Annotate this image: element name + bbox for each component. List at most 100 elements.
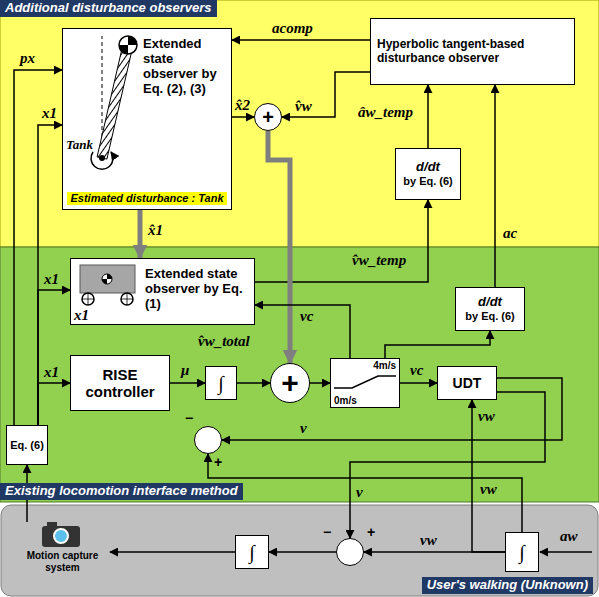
signal-wire [170, 382, 205, 384]
cart-body [80, 265, 135, 293]
signal-wire [269, 551, 336, 553]
sum-junction: + [254, 103, 282, 131]
integrator-box: ∫ [205, 366, 237, 400]
node-text: ∫ [519, 541, 524, 564]
signal-label: μ [181, 362, 189, 379]
signal-wire [427, 85, 429, 148]
signal-wire [38, 383, 70, 425]
node-text: + [367, 525, 375, 539]
plant-box: UDT [437, 366, 497, 400]
signal-wire [110, 551, 235, 553]
signal-wire [255, 305, 350, 358]
gray-band [1, 505, 598, 596]
region-band: Additional disturbance observersExtended… [0, 0, 599, 247]
signal-label: vc [410, 362, 423, 379]
node-text: Hyperbolic tangent-based disturbance obs… [371, 38, 574, 66]
region-title: User's walking (Unknown) [422, 577, 593, 594]
pendulum-rod [97, 44, 133, 159]
node-text: UDT [453, 375, 482, 391]
node-text: Eq. (6) [10, 439, 44, 452]
region-title: Existing locomotion interface method [0, 483, 243, 500]
observer-box: Hyperbolic tangent-based disturbance obs… [370, 18, 575, 85]
signal-wire [472, 400, 505, 552]
signal-label: vw [478, 408, 495, 425]
signal-label: ac [503, 225, 517, 242]
node-text: ∫ [249, 541, 254, 564]
motion-capture: Motion capture system [15, 522, 110, 585]
node-text: Motion capture system [15, 550, 110, 573]
signal-wire [400, 382, 437, 384]
node-text: d/dt [416, 160, 440, 175]
signal-wire [282, 72, 370, 117]
signal-label: x1 [74, 307, 89, 324]
green-band [0, 247, 599, 502]
signal-label: v̂w_total [198, 333, 250, 350]
signal-label: v̂w_temp [352, 252, 406, 269]
node-text: by Eq. (6) [465, 310, 515, 323]
signal-wire [232, 116, 254, 118]
controller-box: RISE controller [70, 355, 170, 411]
signal-label: vc [300, 308, 313, 325]
signal-wire [385, 331, 490, 358]
node-text: − [323, 525, 331, 539]
node-text: + [262, 107, 274, 127]
signal-label: v [300, 420, 307, 437]
integrator-box: ∫ [505, 532, 539, 572]
estimate-arrow [138, 210, 143, 258]
node-text: 0m/s [334, 395, 357, 407]
yellow-band [0, 0, 599, 247]
camera-icon [47, 522, 57, 527]
region-title: Additional disturbance observers [0, 0, 217, 17]
signal-label: vw [420, 532, 437, 549]
signal-label: âw_temp [358, 104, 413, 121]
box-fill [62, 28, 232, 210]
signal-label: x1 [44, 364, 59, 381]
pendulum-mass [119, 36, 137, 54]
signal-label: x̂2 [235, 97, 250, 114]
saturation-curve [334, 376, 396, 388]
region-band: User's walking (Unknown) Motion capture s… [0, 505, 599, 597]
signal-label: px [20, 50, 35, 67]
cart-center [102, 274, 112, 284]
node-text: Extended state observer by Eq. (1) [145, 267, 250, 312]
node-text: ∫ [218, 372, 223, 395]
saturation-box: 4m/s 0m/s [330, 358, 400, 408]
signal-label: x1 [44, 271, 59, 288]
signal-label: aw [560, 528, 578, 545]
node-text: by Eq. (6) [403, 175, 453, 188]
signal-wire [38, 290, 70, 425]
camera-icon [42, 526, 80, 547]
pendulum-mass [119, 36, 137, 54]
wheel-spokes [82, 293, 133, 305]
signal-label: v [356, 484, 363, 501]
node-text: + [214, 455, 222, 469]
estimate-arrow [268, 131, 290, 363]
derivative-box: d/dtby Eq. (6) [455, 287, 525, 331]
signal-wire [232, 39, 370, 41]
signal-wire [494, 85, 496, 287]
difference-junction: −+ [336, 538, 364, 566]
integrator-box: ∫ [235, 535, 269, 569]
signal-label: acomp [272, 20, 313, 37]
signal-wire [350, 392, 545, 538]
signal-wire [255, 200, 428, 282]
signal-wire [364, 551, 505, 553]
camera-lens [54, 529, 68, 543]
signal-wire [38, 125, 62, 425]
node-text: 4m/s [373, 360, 396, 372]
region-band: Existing locomotion interface method Exte… [0, 247, 599, 502]
signal-label: vw [480, 481, 497, 498]
node-text: Extended state observer by Eq. (2), (3) [143, 37, 227, 97]
difference-junction: −+ [194, 426, 222, 454]
node-text: RISE controller [71, 366, 169, 401]
observer-box: Extended state observer by Eq. (1) [70, 258, 255, 325]
input-wire [540, 551, 592, 553]
node-text: − [185, 411, 193, 425]
signal-wire [208, 454, 522, 532]
derivative-box: d/dtby Eq. (6) [395, 148, 461, 200]
equation-box: Eq. (6) [6, 425, 48, 465]
pivot [99, 155, 105, 161]
cart-center [102, 274, 112, 284]
sum-junction: + [270, 363, 310, 403]
signal-label: x1 [42, 105, 57, 122]
